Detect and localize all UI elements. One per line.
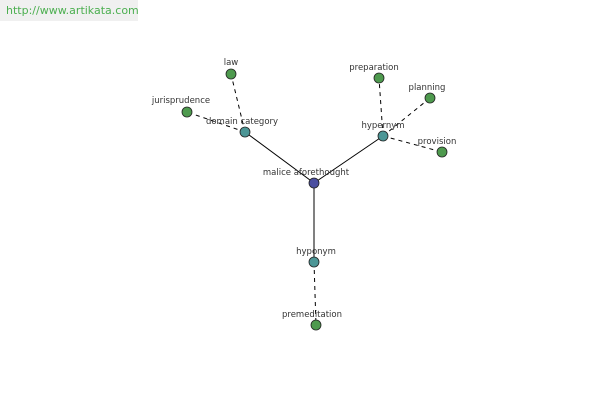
label-law: law — [224, 58, 239, 68]
node-jurisprudence[interactable] — [181, 106, 193, 118]
label-premeditation: premeditation — [282, 310, 342, 320]
node-premeditation[interactable] — [310, 319, 322, 331]
edge-hyponym-premeditation — [313, 261, 317, 326]
watermark-url: http://www.artikata.com — [0, 0, 139, 21]
node-hypernym[interactable] — [377, 130, 389, 142]
edge-hypernym-provision — [382, 135, 443, 153]
label-planning: planning — [409, 83, 446, 93]
node-malice-aforethought[interactable] — [308, 177, 320, 189]
label-malice-aforethought: malice aforethought — [263, 168, 350, 178]
node-domain-category[interactable] — [239, 126, 251, 138]
label-hypernym: hypernym — [361, 121, 404, 131]
node-preparation[interactable] — [373, 72, 385, 84]
node-hyponym[interactable] — [308, 256, 320, 268]
node-law[interactable] — [225, 68, 237, 80]
edge-center-hypernym — [313, 135, 384, 184]
node-provision[interactable] — [436, 146, 448, 158]
edge-center-domain-category — [244, 131, 315, 184]
label-provision: provision — [418, 137, 457, 147]
label-preparation: preparation — [349, 63, 399, 73]
edge-domain-category-law — [230, 73, 246, 133]
label-hyponym: hyponym — [296, 247, 336, 257]
label-domain-category: domain category — [206, 117, 278, 127]
label-jurisprudence: jurisprudence — [151, 96, 210, 106]
edge-domain-category-jurisprudence — [186, 111, 246, 133]
edge-hypernym-preparation — [378, 77, 384, 137]
node-planning[interactable] — [424, 92, 436, 104]
edge-hypernym-planning — [382, 97, 431, 137]
